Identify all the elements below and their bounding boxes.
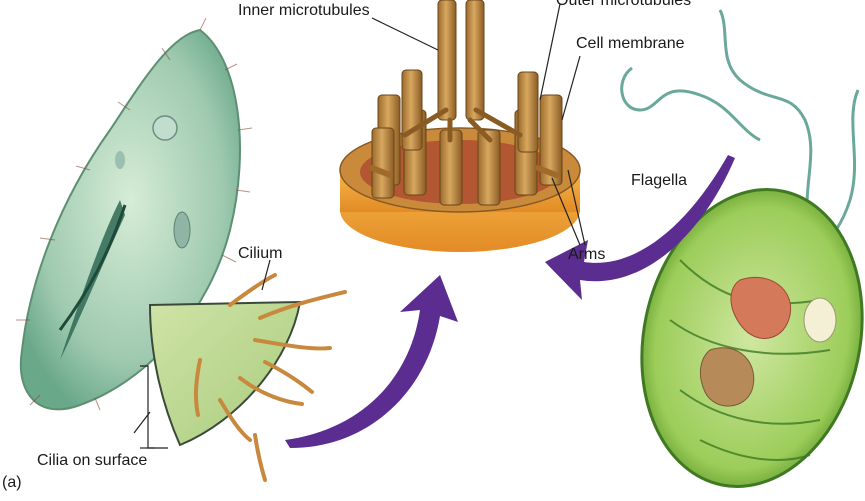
cilia-surface-wedge xyxy=(150,275,345,480)
label-outer-microtubules: Outer microtubules xyxy=(556,0,691,10)
panel-letter: (a) xyxy=(2,474,22,492)
label-cell-membrane: Cell membrane xyxy=(576,35,684,53)
label-arms: Arms xyxy=(568,246,605,264)
label-inner-microtubules: Inner microtubules xyxy=(238,2,370,20)
label-cilium: Cilium xyxy=(238,245,282,263)
label-flagella: Flagella xyxy=(631,172,687,190)
axoneme-structure xyxy=(340,0,580,252)
label-cilia-on-surface: Cilia on surface xyxy=(37,452,147,470)
